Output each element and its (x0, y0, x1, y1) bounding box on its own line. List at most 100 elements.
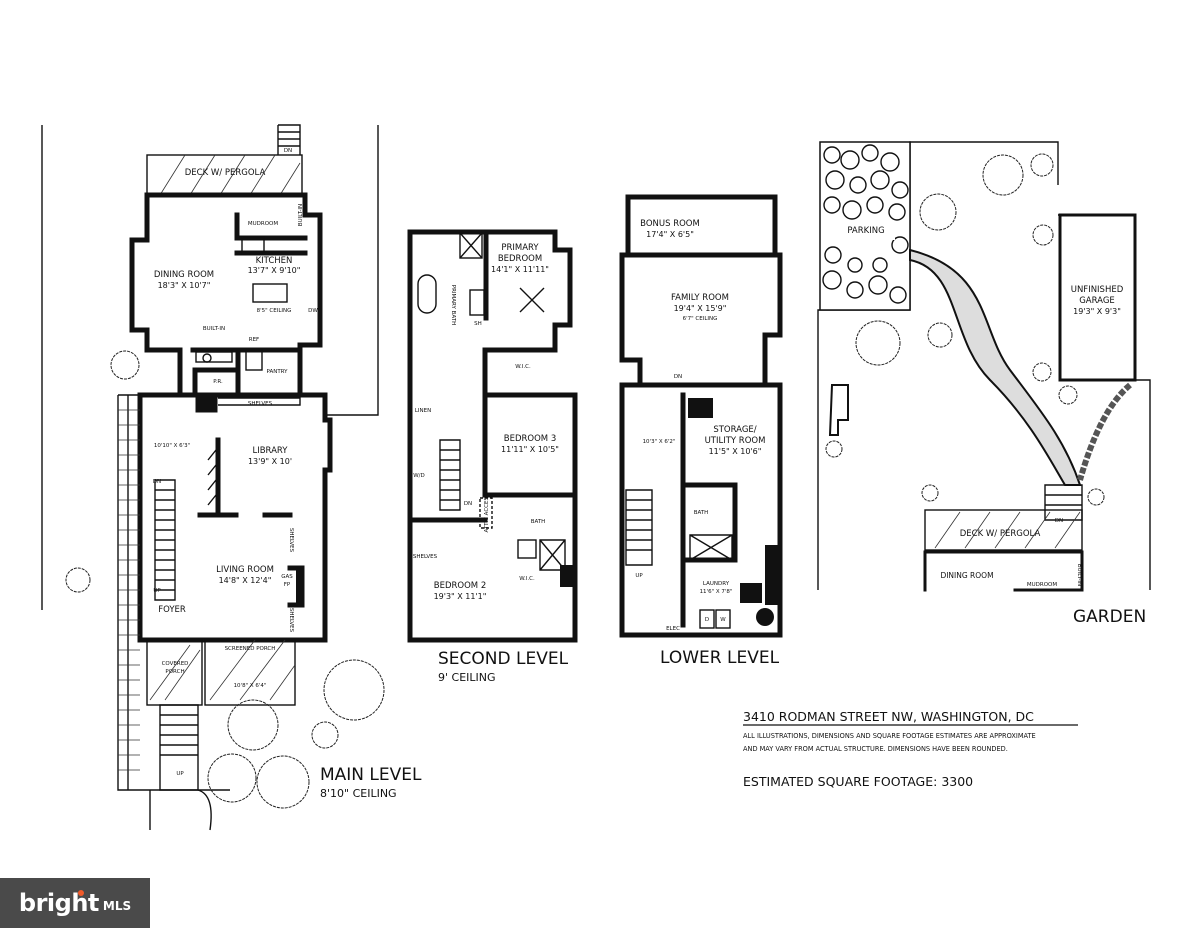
main-stairs (154, 479, 176, 601)
tree (1032, 362, 1052, 382)
appliance-label: REF (249, 337, 259, 343)
logo-dot (78, 890, 84, 896)
room-label: LINEN (415, 408, 431, 414)
room-label: BUILT-IN (298, 204, 304, 226)
tree (927, 322, 953, 348)
tree (1032, 224, 1054, 246)
stair-label: UP (153, 588, 161, 594)
room-dimensions: 11'6" X 7'8" (700, 589, 733, 595)
level-title: MAIN LEVEL (320, 765, 422, 785)
parking-cobbles (822, 144, 909, 304)
tree (256, 755, 310, 809)
shelves-label: SHELVES (413, 554, 438, 560)
attic-access (479, 497, 493, 529)
stair-label: DN (153, 479, 161, 485)
room-dimensions: 19'3" X 11'1" (434, 592, 487, 601)
room-label: PORCH (165, 669, 184, 675)
property-info: 3410 RODMAN STREET NW, WASHINGTON, DC AL… (743, 709, 1078, 789)
stair-label: DN (284, 148, 292, 154)
tree (207, 753, 257, 803)
room-label: FOYER (158, 605, 186, 615)
level-title: SECOND LEVEL (438, 649, 569, 669)
room-label: SCREENED PORCH (225, 646, 276, 652)
room-dimensions: 14'1" X 11'11" (491, 265, 549, 274)
room-label: PANTRY (266, 369, 288, 375)
room-label: BEDROOM (498, 254, 542, 264)
kitchen-island (252, 283, 288, 303)
stair-label: DN (464, 501, 472, 507)
logo-suffix: MLS (102, 899, 132, 913)
lower-level-walls (619, 194, 783, 638)
stair-label: UP (635, 573, 643, 579)
garden-deck (924, 509, 1083, 551)
tree (110, 350, 140, 380)
fireplace (296, 570, 302, 603)
appliance-label: W/D (413, 473, 425, 479)
room-label: BUILT-IN (1076, 564, 1082, 586)
ceiling-fan (519, 287, 545, 313)
tree (311, 721, 339, 749)
logo-brand: bright (18, 889, 99, 917)
room-label: PRIMARY BATH (450, 285, 456, 325)
stair-label: DN (1055, 518, 1063, 524)
room-dimensions: 10'8" X 6'4" (234, 683, 267, 689)
room-label: LIVING ROOM (216, 565, 274, 575)
shelves-label: SHELVES (288, 608, 294, 633)
level-ceiling: 8'10" CEILING (320, 787, 397, 800)
tree (921, 484, 939, 502)
level-title: GARDEN (1073, 607, 1146, 627)
room-label: PRIMARY (501, 243, 539, 253)
disclaimer-line-2: AND MAY VARY FROM ACTUAL STRUCTURE. DIME… (743, 745, 1008, 753)
tree (1030, 153, 1054, 177)
room-label: UTILITY ROOM (705, 436, 766, 446)
room-label: BEDROOM 3 (504, 434, 556, 444)
room-dimensions: 13'7" X 9'10" (248, 266, 301, 275)
room-dimensions: 18'3" X 10'7" (158, 281, 211, 290)
room-label: SH (474, 321, 482, 327)
ceiling-label: 8'5" CEILING (257, 308, 292, 314)
room-label: W.I.C. (515, 364, 531, 370)
shelves-label: SHELVES (288, 528, 294, 553)
room-label: DECK W/ PERGOLA (185, 168, 266, 178)
room-label: KITCHEN (256, 256, 293, 266)
kitchen-wall (144, 192, 323, 398)
porch-stairs (159, 704, 199, 791)
room-label: PARKING (847, 226, 884, 236)
second-level-plan: PRIMARY BEDROOM 14'1" X 11'11" PRIMARY B… (407, 229, 578, 684)
garden-stairs (1044, 484, 1083, 521)
appliance-label: DW (308, 308, 318, 314)
room-label: LIBRARY (252, 446, 288, 456)
shelves-label: SHELVES (248, 401, 273, 407)
room-label: COVERED (162, 661, 189, 667)
tree (323, 659, 385, 721)
room-label: W.I.C. (519, 576, 535, 582)
room-label: DINING ROOM (940, 571, 993, 580)
garage (1058, 213, 1137, 382)
room-dimensions: 10'3" X 6'2" (643, 439, 676, 445)
stair-label: DN (674, 374, 682, 380)
room-label: DINING ROOM (154, 270, 214, 280)
fireplace-label: FP (284, 582, 291, 588)
stone-feature (828, 384, 849, 436)
room-label: MUDROOM (248, 221, 278, 227)
room-label: FAMILY ROOM (671, 293, 729, 303)
tree (227, 699, 279, 751)
bathtub (417, 274, 437, 314)
main-level-plan: DECK W/ PERGOLA DN MUDROOM BUILT-IN KITC… (41, 124, 422, 831)
room-dimensions: 10'10" X 6'3" (154, 443, 190, 449)
screened-porch (204, 639, 296, 706)
room-label: STORAGE/ (713, 425, 756, 435)
room-label: ELEC (666, 626, 680, 632)
room-label: MUDROOM (1027, 582, 1057, 588)
disclaimer-line-1: ALL ILLUSTRATIONS, DIMENSIONS AND SQUARE… (743, 732, 1036, 740)
room-label: BATH (694, 510, 709, 516)
attic-label: ATTIC ACCESS (484, 493, 490, 532)
lower-level-plan: BONUS ROOM 17'4" X 6'5" FAMILY ROOM 19'4… (619, 194, 783, 668)
tree (825, 440, 843, 458)
room-label: GARAGE (1079, 296, 1115, 306)
fireplace-label: GAS (281, 574, 293, 580)
room-dimensions: 17'4" X 6'5" (646, 230, 694, 239)
garden-plan: PARKING UNFINISHED GARAGE 19'3" X 9'3" D… (817, 141, 1151, 627)
room-dimensions: 14'8" X 12'4" (219, 576, 272, 585)
